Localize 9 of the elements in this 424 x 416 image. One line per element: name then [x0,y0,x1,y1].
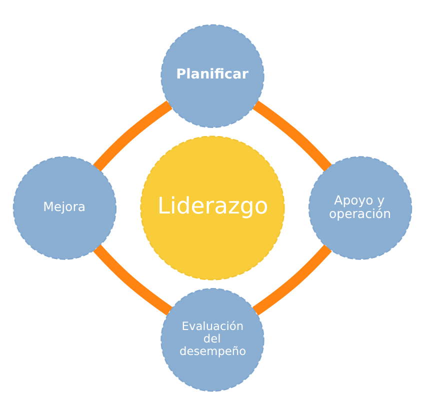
connector [92,244,172,316]
node-circle: Evaluación del desempeño [160,288,264,392]
node-circle: Planificar [160,24,264,128]
connector [252,244,332,316]
connector [252,100,332,172]
node-circle: Liderazgo [140,136,284,280]
node-circle: Apoyo y operación [308,156,412,260]
node-circle: Mejora [12,156,116,260]
connector [92,100,172,172]
